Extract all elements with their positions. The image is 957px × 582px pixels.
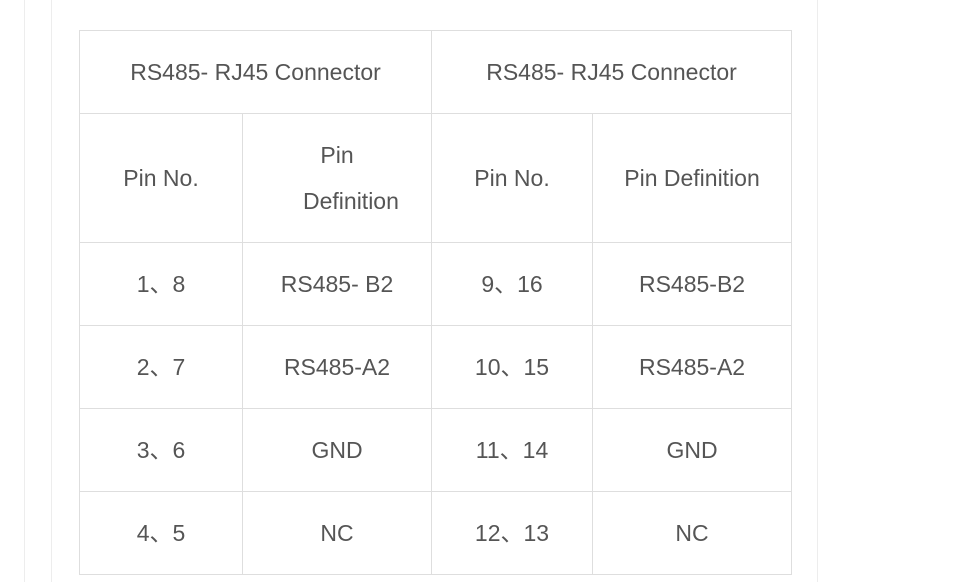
right-border [817,0,818,582]
table-cell: RS485-B2 [592,242,793,326]
left-inner-border [51,0,52,582]
group-header-cell: RS485- RJ45 Connector [431,30,793,114]
table-cell: 12、13 [431,491,594,575]
table-cell: GND [592,408,793,492]
table-cell: NC [241,491,433,575]
table-row: 3、6 GND 11、14 GND [79,408,793,492]
table-cell: 11、14 [431,408,594,492]
column-header-cell: Pin No. [79,113,243,243]
column-header-row: Pin No. Pin Definition Pin No. Pin Defin… [79,113,793,243]
group-header-cell: RS485- RJ45 Connector [78,30,433,114]
column-header-cell: Pin No. [431,113,594,243]
column-header-cell: Pin Definition [241,113,433,243]
table-cell: 1、8 [79,242,243,326]
table-cell: 3、6 [79,408,243,492]
table-cell: 2、7 [79,325,243,409]
table-cell: NC [592,491,793,575]
table-cell: 10、15 [431,325,594,409]
table-row: 4、5 NC 12、13 NC [79,491,793,575]
group-header-row: RS485- RJ45 Connector RS485- RJ45 Connec… [78,30,793,114]
table-cell: RS485-A2 [592,325,793,409]
pin-definition-table: RS485- RJ45 Connector RS485- RJ45 Connec… [78,30,793,575]
table-cell: GND [241,408,433,492]
table-cell: RS485- B2 [241,242,433,326]
left-outer-border [24,0,25,582]
table-cell: 9、16 [431,242,594,326]
table-cell: RS485-A2 [241,325,433,409]
table-cell: 4、5 [79,491,243,575]
table-row: 2、7 RS485-A2 10、15 RS485-A2 [79,325,793,409]
table-row: 1、8 RS485- B2 9、16 RS485-B2 [79,242,793,326]
column-header-cell: Pin Definition [592,113,793,243]
